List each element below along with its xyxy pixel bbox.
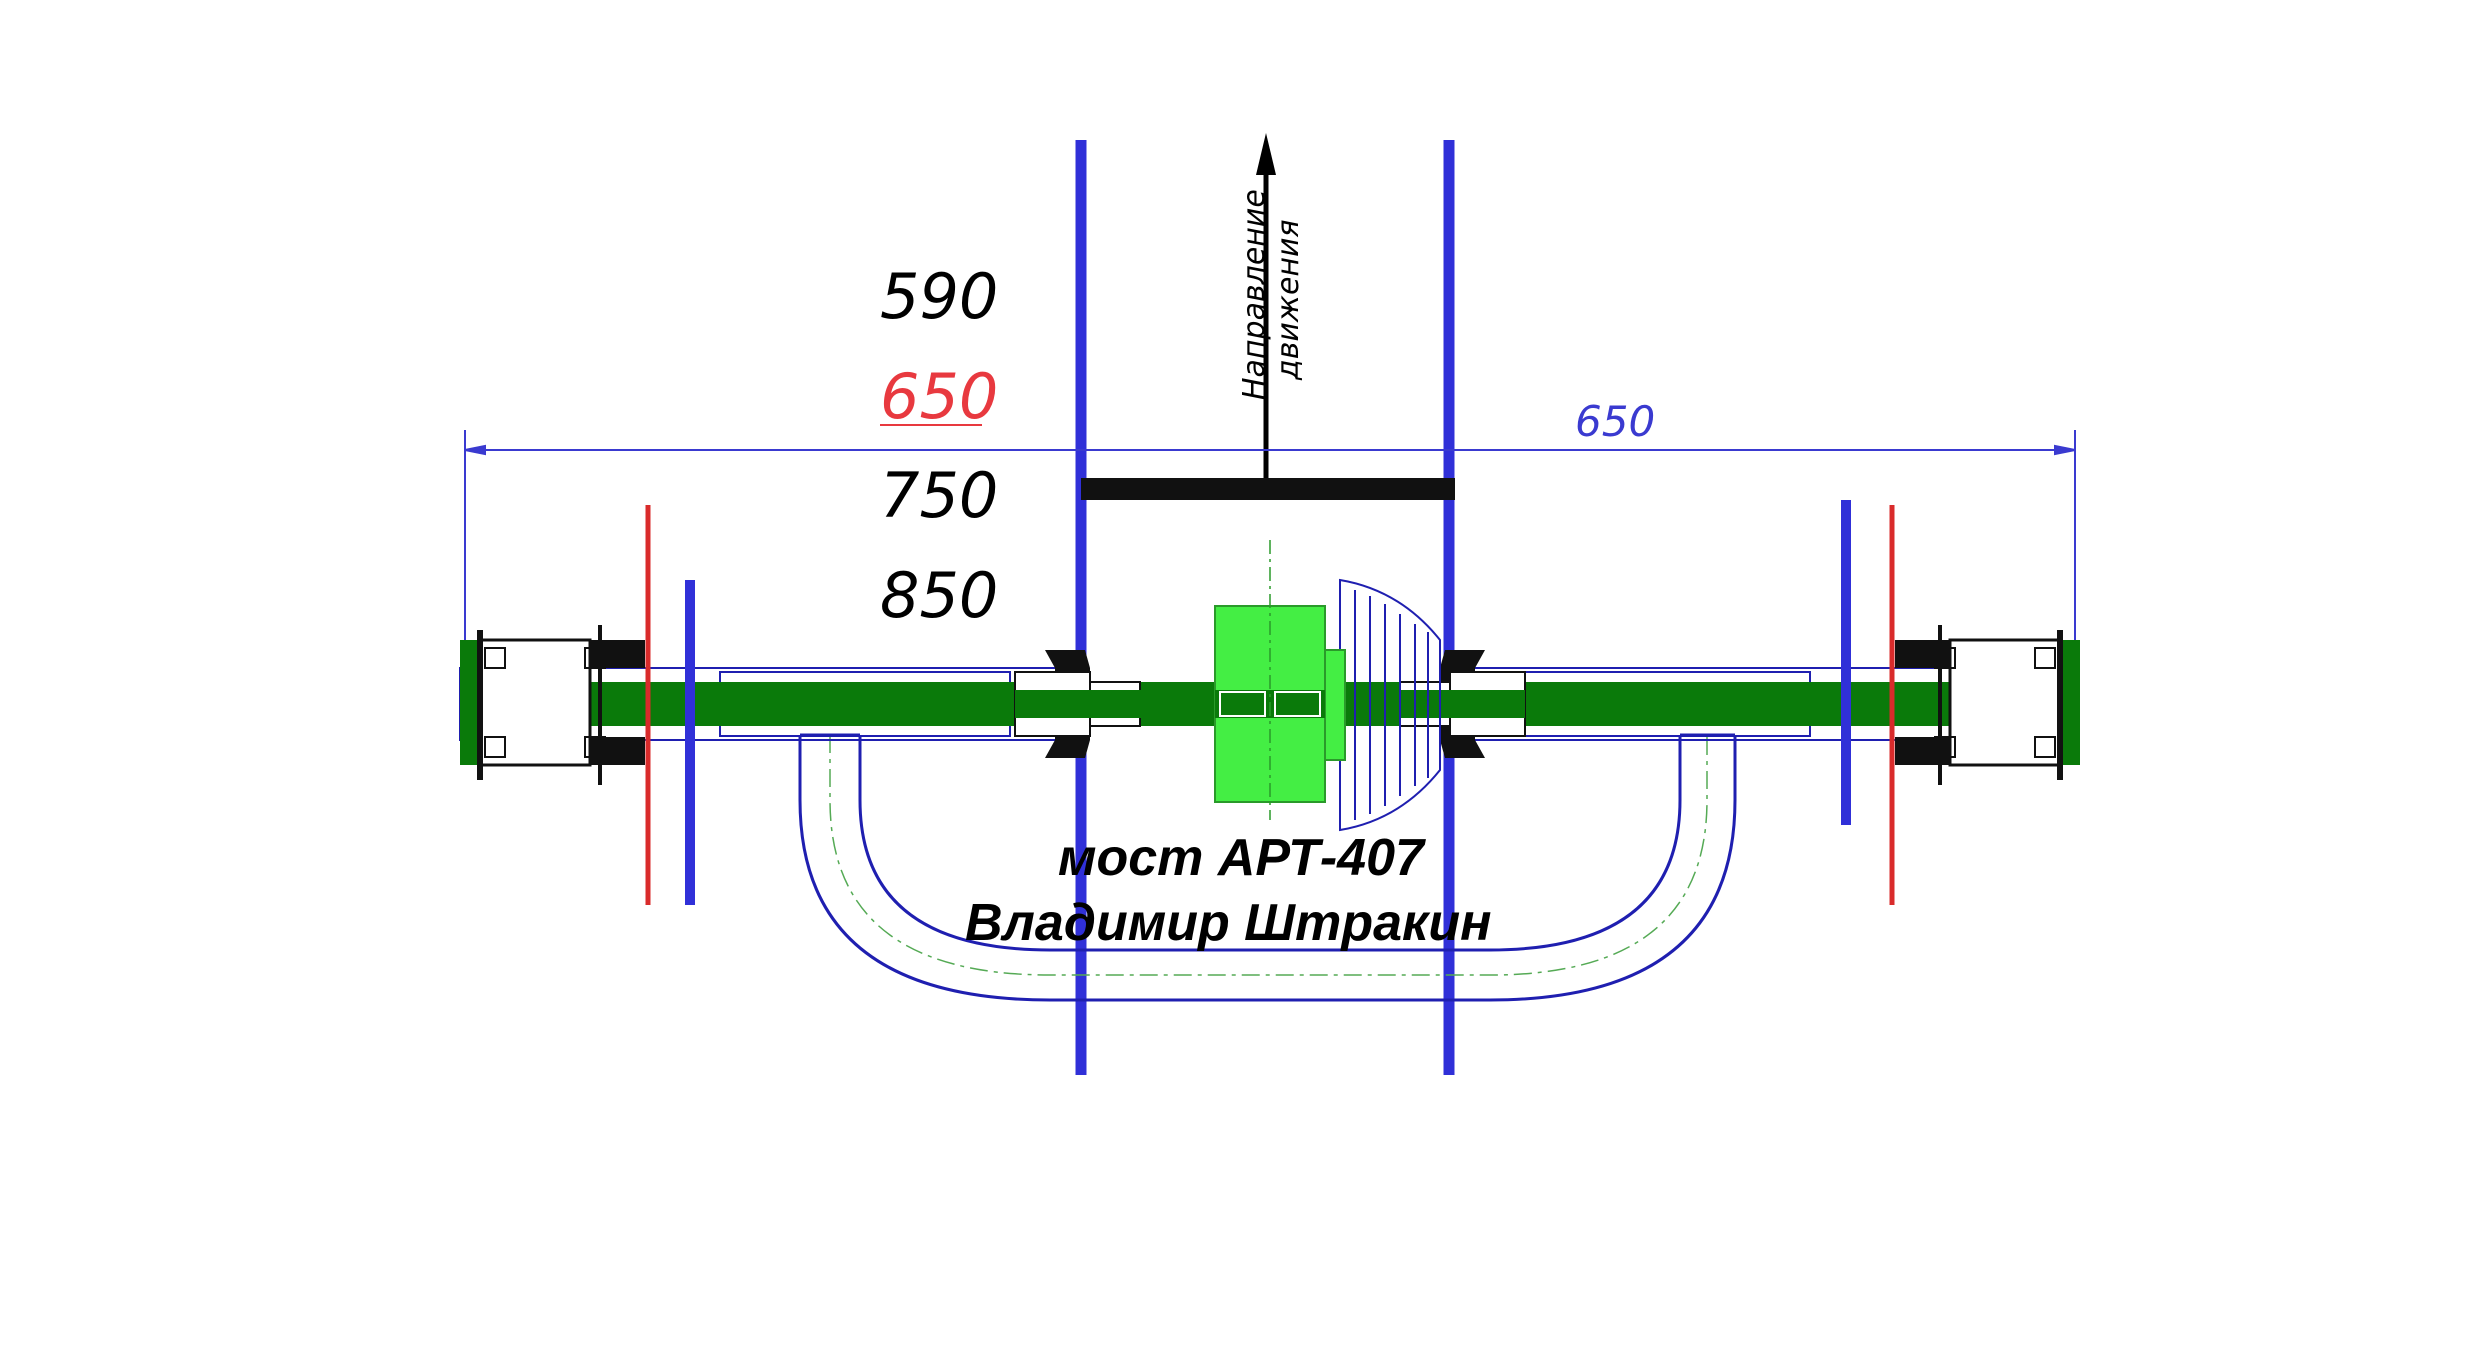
frame-rails — [1075, 140, 1455, 1075]
brake-discs — [645, 505, 1895, 905]
direction-label-line2: движения — [1271, 219, 1306, 381]
axle-housing-centerline — [829, 735, 1708, 976]
ring-gear — [1339, 578, 1441, 832]
caption-line1: мост АРТ-407 — [1058, 829, 1426, 887]
size-label-850: 850 — [880, 559, 998, 632]
direction-label-line1: Направление — [1237, 189, 1272, 400]
direction-arrow — [1256, 133, 1276, 478]
left-bearing-assembly — [477, 625, 645, 785]
size-label-750: 750 — [880, 459, 998, 532]
hub-left — [460, 640, 480, 765]
differential-gears — [1219, 691, 1321, 717]
dimension-line — [464, 430, 2076, 640]
caption-line2: Владимир Штракин — [965, 894, 1492, 952]
size-label-590: 590 — [880, 260, 998, 333]
dimension-label: 650 — [1575, 397, 1655, 446]
right-bearing-assembly — [1895, 625, 2063, 785]
hub-right — [2060, 640, 2080, 765]
differential-flange — [1324, 649, 1346, 761]
cross-member — [1081, 478, 1455, 500]
size-label-650: 650 — [880, 360, 998, 433]
arrow-head-icon — [1256, 133, 1276, 175]
wheel-plates — [685, 500, 1851, 905]
